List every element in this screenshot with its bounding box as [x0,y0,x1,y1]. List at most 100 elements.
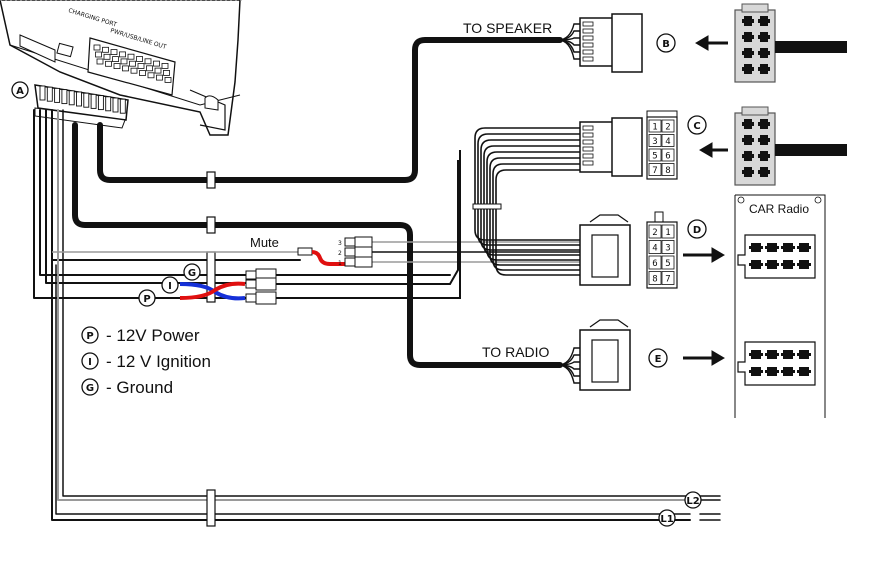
port-pin [130,67,138,74]
speaker-pin [582,35,594,41]
d-pinout-cell [648,240,662,254]
legend-key: P [86,331,93,342]
d-pinout-number: 2 [652,228,657,238]
port-pin [153,60,160,67]
radio-socket-pin-tab [765,263,779,266]
radio-socket-pin-tab [765,246,779,249]
port-pin [110,49,118,55]
c-pinout-number: 6 [665,152,670,162]
vehicle-plug-pin-tab [742,35,754,39]
port-pin [137,63,145,69]
port-pin [96,58,104,65]
vehicle-plug-pin-tab [742,19,754,23]
mute-pin-number: 1 [338,260,342,267]
vehicle-speaker-plug-top [734,3,847,83]
port-pin [93,44,101,51]
vehicle-plug-pin-tab [742,170,754,174]
port-pin [120,58,128,65]
radio-socket-pin-tab [749,263,763,266]
vehicle-plug-pin-tab [742,138,754,142]
marker-p: P [138,289,156,307]
mute-plug [354,236,373,248]
c-pin [582,132,594,138]
marker-l2: L2 [684,491,702,509]
svg-text:C: C [693,121,700,132]
port-pin [102,46,109,53]
pwr-port [87,37,176,96]
radio-socket-pin-tab [797,263,811,266]
c-pinout-cell [648,134,662,147]
vehicle-plug-pin-tab [758,51,770,55]
c-pin [582,146,594,152]
arrows [683,35,728,366]
harness-pin [76,91,82,107]
d-pinout-cell [661,271,675,285]
marker-e: E [648,348,668,368]
speaker-pin [582,56,594,62]
loom-wire [492,163,580,271]
legend-key: G [86,383,94,394]
marker-i: I [161,276,179,294]
port-pin [136,56,143,62]
mute-connector: Mute 321 [250,235,373,268]
c-pin [582,125,594,131]
svg-text:L2: L2 [686,496,699,507]
d-pinout-cell [661,240,675,254]
mute-signal-wires [52,241,580,263]
svg-text:B: B [662,39,670,50]
d-pinout-number: 3 [665,244,670,254]
port-pin [144,58,152,65]
legend-key-circle [81,352,99,370]
c-pin [582,160,594,166]
marker-c: C [687,115,707,135]
vehicle-speaker-plug-bottom [734,106,847,186]
port-pin [129,60,136,67]
harness-pin [112,97,119,113]
port-pin [164,77,172,83]
radio-socket-pin-tab [749,370,763,373]
mute-plug-sleeve [344,237,356,247]
radio-socket-pin-tab [749,353,763,356]
c-pin [582,139,594,145]
marker-l1: L1 [658,509,676,527]
to-speaker-label: TO SPEAKER [463,20,552,36]
radio-socket-pin-tab [797,353,811,356]
loom-wire [495,169,580,276]
radio-socket-pin-tab [765,370,779,373]
port-pin [113,63,121,69]
d-pinout-number: 4 [652,244,657,254]
port-pin [112,56,119,62]
vehicle-plug-pin-tab [742,51,754,55]
radio-fan-wire [557,364,582,384]
svg-text:G: G [188,268,196,279]
legend-text: - 12 V Ignition [106,352,211,371]
harness-pin [46,86,53,102]
d-pinout-number: 5 [665,259,670,269]
port-pin [95,51,102,58]
port-pin [147,72,155,79]
speaker-pin [582,42,594,48]
d-pinout-number: 7 [665,275,670,285]
vehicle-plug-pin-tab [758,170,770,174]
harness-pin [83,92,90,108]
vehicle-plug-pin-tab [758,154,770,158]
to-radio-label: TO RADIO [482,344,550,360]
port-pin [127,53,135,60]
harness-pin [61,89,68,105]
car-radio-panel: CAR Radio [734,194,826,418]
vehicle-plug-pin-tab [758,138,770,142]
mute-pin-number: 2 [338,250,342,257]
legend-text: - 12V Power [106,326,200,345]
radio-socket [737,234,816,279]
harness-pin [119,98,126,114]
port-pin [154,67,162,74]
harness-pin [39,85,46,101]
d-pinout-cell [661,224,675,239]
radio-socket-pin-tab [781,370,795,373]
speaker-pin [582,28,594,34]
